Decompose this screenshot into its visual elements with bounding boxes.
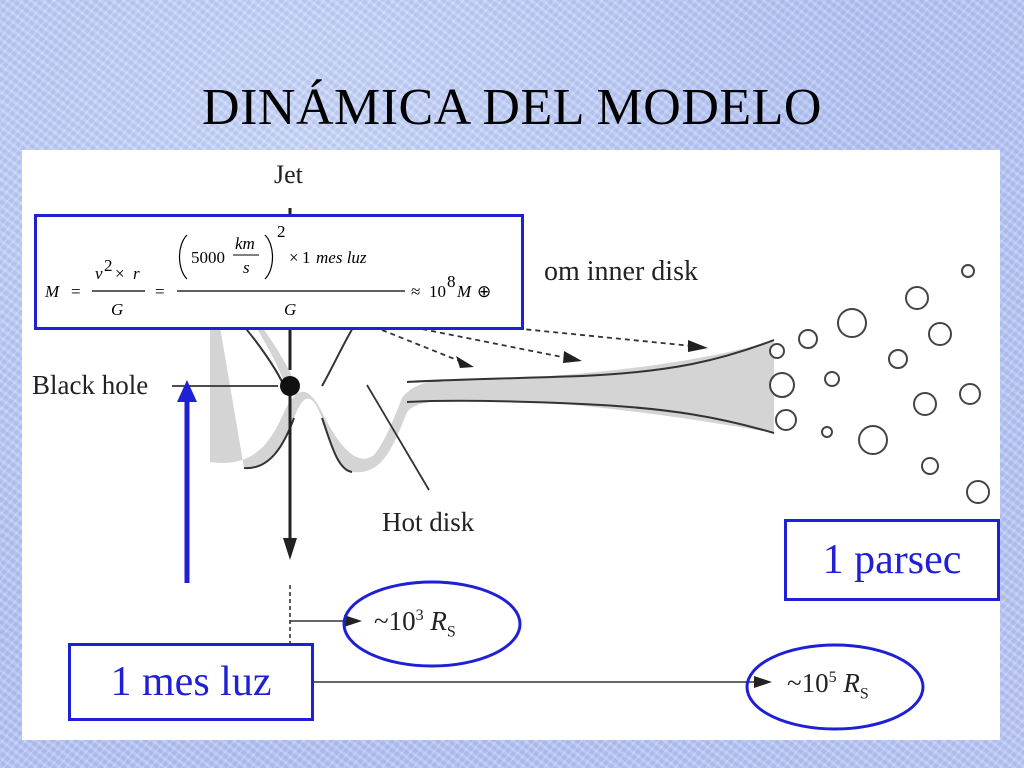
scale-bar-small-arrowhead	[344, 615, 362, 627]
formula-speed-unit-den: s	[243, 258, 250, 277]
hot-disk-leader	[366, 384, 430, 491]
formula-left-paren	[178, 234, 188, 280]
cloud	[837, 308, 867, 338]
formula-solar-mass: M	[456, 282, 472, 301]
formula-times-1: ×	[115, 264, 125, 283]
scale-bar-large-arrowhead	[754, 676, 772, 688]
formula-velocity: v	[95, 264, 103, 283]
scale-large-exponent: 5	[828, 669, 837, 686]
cloud	[921, 457, 939, 475]
inner-disk-label: om inner disk	[544, 256, 698, 287]
formula-result-base: 10	[429, 282, 446, 301]
formula-earth-symbol: ⊕	[477, 282, 491, 301]
formula-squared-2: 2	[277, 222, 286, 241]
formula-g-1: G	[111, 300, 123, 319]
formula-velocity-squared: 2	[104, 256, 113, 275]
formula-equals-2: =	[155, 282, 165, 301]
scale-large-label: ~105 RS	[787, 668, 869, 703]
cloud	[798, 329, 818, 349]
formula-equals-1: =	[71, 282, 81, 301]
formula-mass: M	[44, 282, 60, 301]
scale-large-prefix: ~10	[787, 668, 829, 698]
arrow-head-1	[456, 356, 474, 368]
scale-small-prefix: ~10	[374, 606, 416, 636]
jet-down-arrowhead	[283, 538, 297, 560]
cloud-cluster	[769, 264, 990, 504]
scale-small-exponent: 3	[415, 607, 424, 624]
scale-large-symbol: R	[843, 668, 860, 698]
light-month-callout: 1 mes luz	[68, 643, 314, 721]
lower-right-curve	[321, 417, 353, 473]
parsec-callout: 1 parsec	[784, 519, 1000, 601]
cloud	[775, 409, 797, 431]
cloud	[959, 383, 981, 405]
formula-radius: r	[133, 264, 140, 283]
formula-factor: 1	[302, 248, 311, 267]
cloud	[858, 425, 888, 455]
arrow-head-2	[563, 351, 582, 363]
formula-result-exponent: 8	[447, 272, 456, 291]
cloud	[769, 343, 785, 359]
scale-large-subscript: S	[859, 685, 869, 703]
formula-times-2: ×	[289, 248, 299, 267]
cloud	[928, 322, 952, 346]
formula-approx: ≈	[411, 282, 420, 301]
hot-disk-label: Hot disk	[382, 507, 475, 537]
formula-speed-unit-num: km	[235, 234, 255, 253]
scale-small-label: ~103 RS	[374, 606, 456, 641]
black-hole-dot	[280, 376, 300, 396]
jet-label: Jet	[274, 160, 303, 189]
formula-right-paren	[264, 234, 274, 280]
cloud	[913, 392, 937, 416]
slide-title: DINÁMICA DEL MODELO	[202, 79, 822, 136]
disk-top-edge	[406, 339, 775, 383]
formula-speed-value: 5000	[191, 248, 225, 267]
mass-formula-box: M = v 2 × r G = 5000 km s 2 × 1 mes luz …	[34, 214, 524, 330]
cloud	[888, 349, 908, 369]
scale-small-symbol: R	[430, 606, 447, 636]
black-hole-label: Black hole	[32, 370, 149, 400]
mass-formula: M = v 2 × r G = 5000 km s 2 × 1 mes luz …	[44, 222, 491, 319]
formula-distance-unit: mes luz	[316, 248, 367, 267]
disk-bottom-edge	[406, 399, 775, 434]
cloud	[824, 371, 840, 387]
cloud	[966, 480, 990, 504]
cloud	[769, 372, 795, 398]
cloud	[905, 286, 929, 310]
cloud	[961, 264, 975, 278]
formula-g-2: G	[284, 300, 296, 319]
arrow-head-3	[688, 340, 708, 352]
scale-small-subscript: S	[446, 623, 456, 641]
cloud	[821, 426, 833, 438]
